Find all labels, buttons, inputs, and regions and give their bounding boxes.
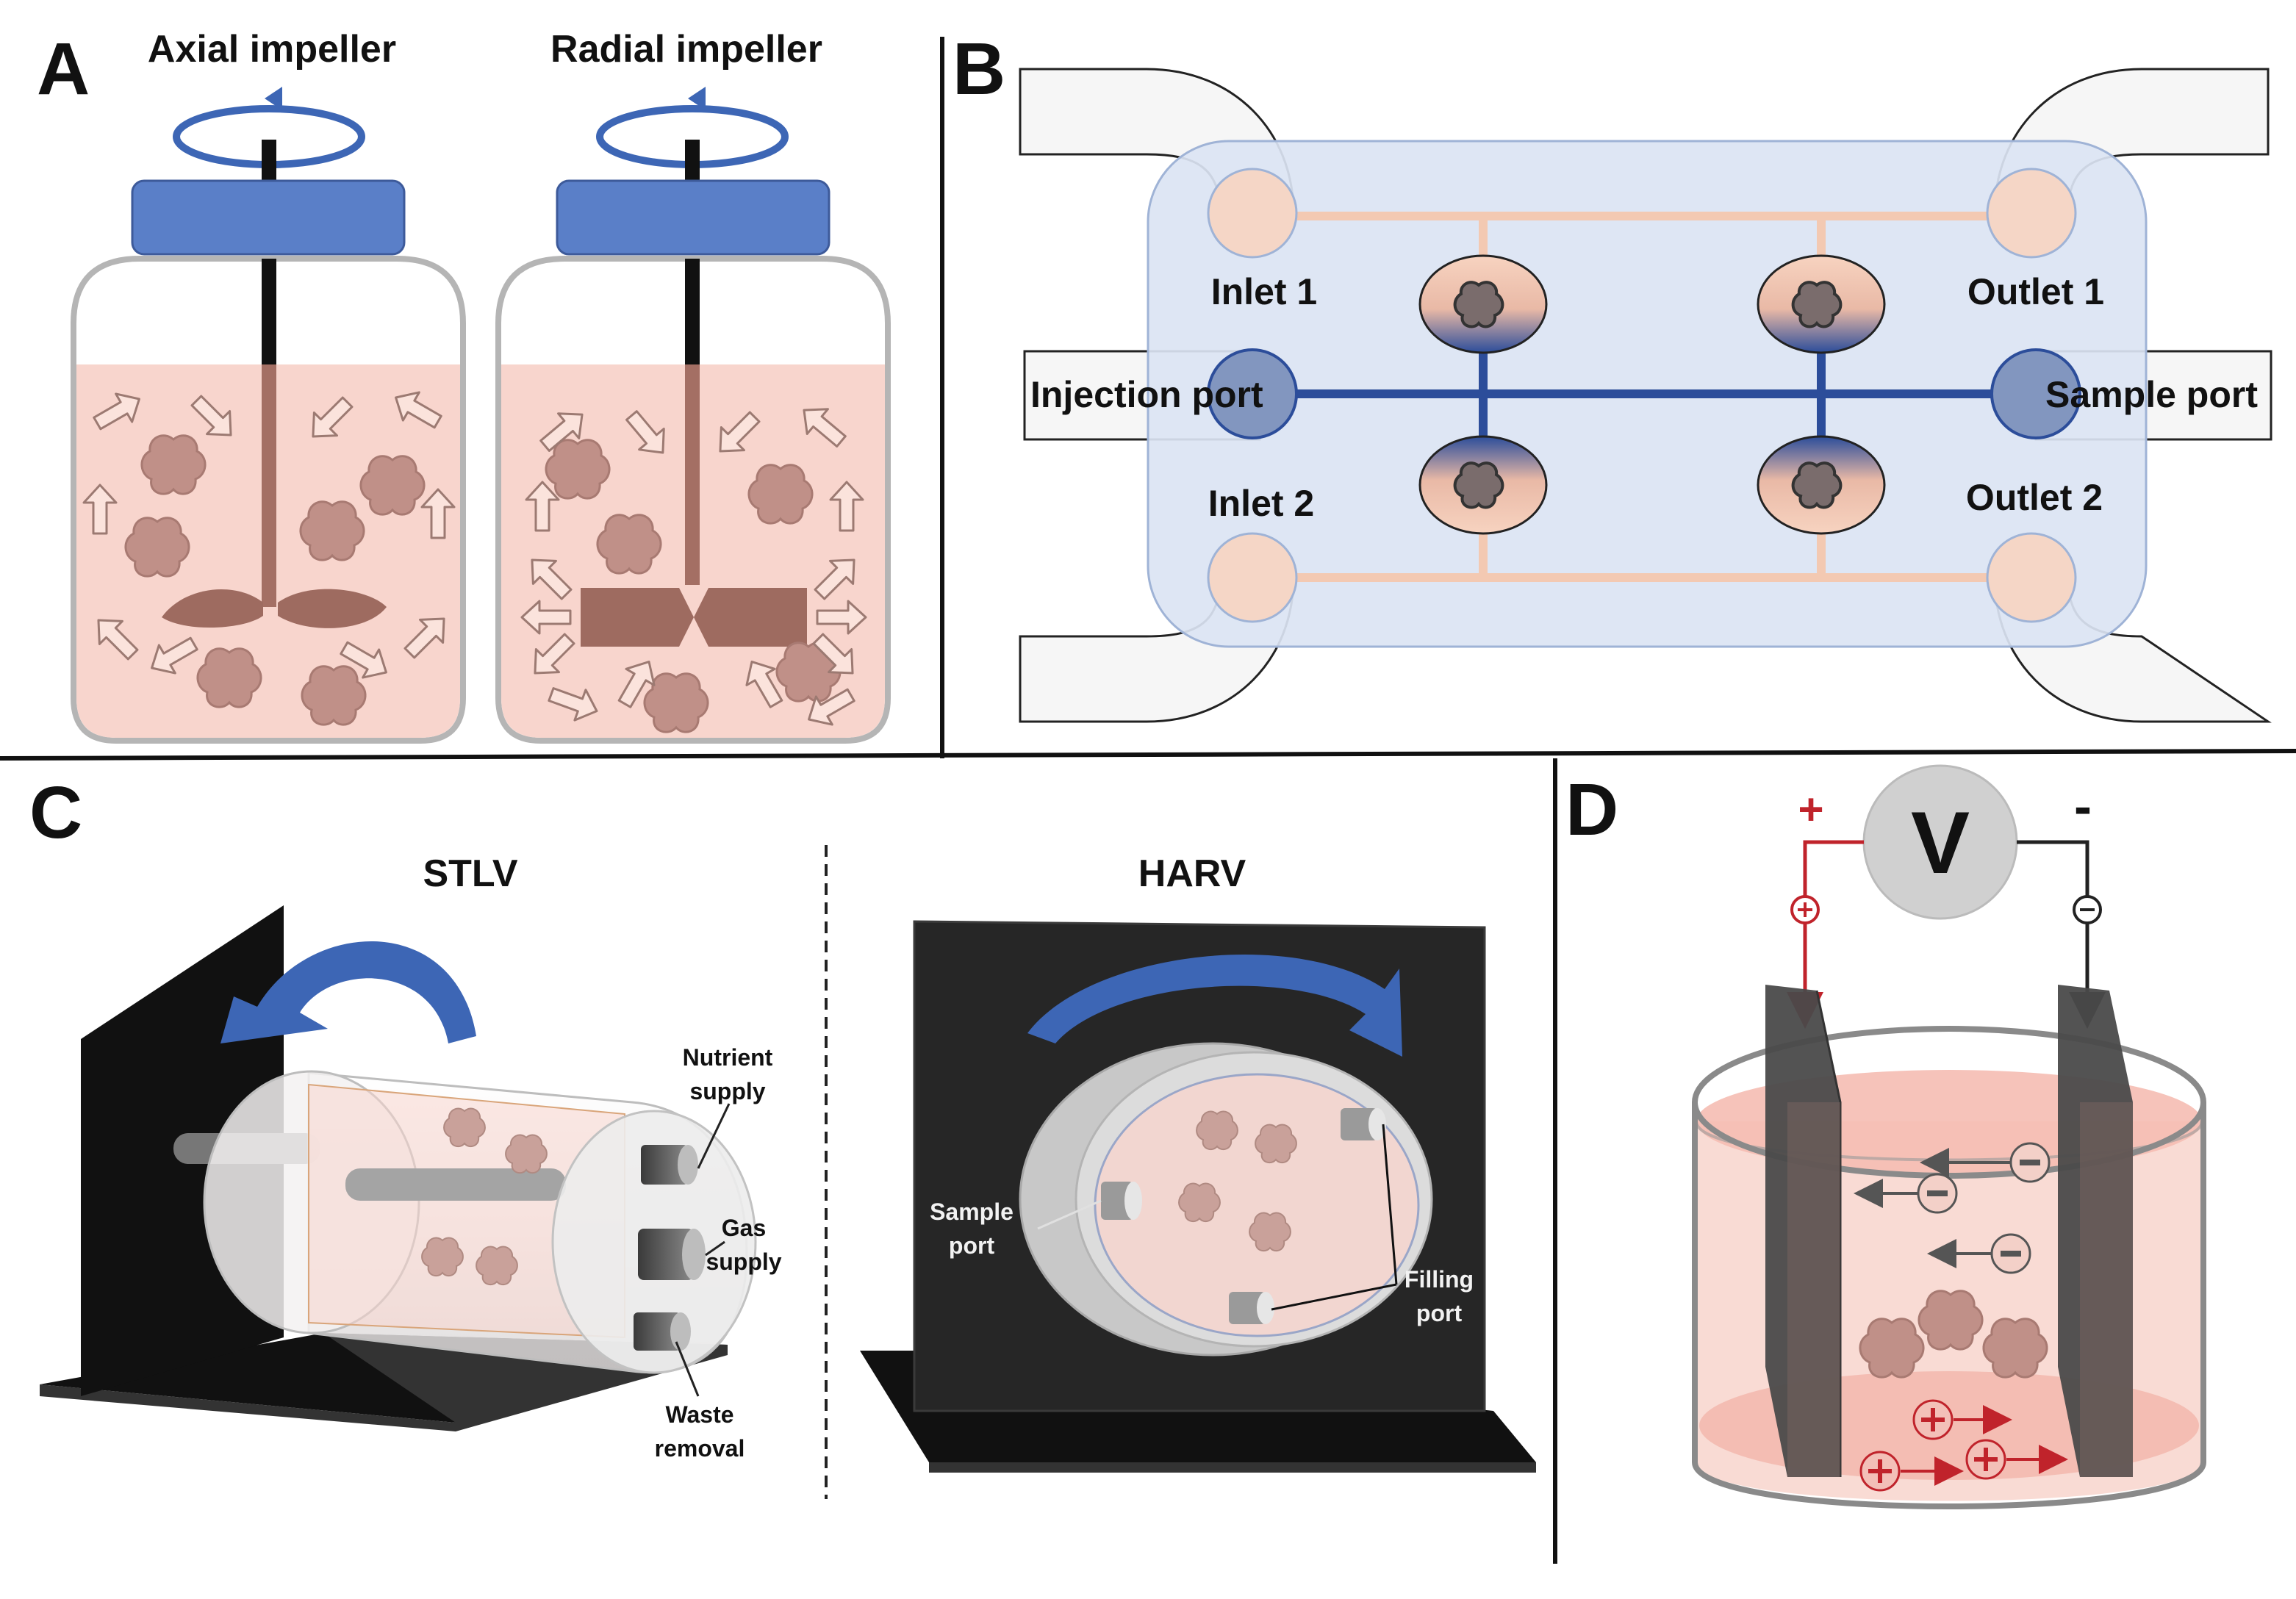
outlet-2-label: Outlet 2 — [1966, 477, 2103, 518]
filling-port-label-1: Filling — [1404, 1266, 1474, 1293]
negative-terminal-label: - — [2074, 777, 2092, 836]
injection-port-label: Injection port — [1030, 374, 1263, 415]
anode-electrode — [1765, 985, 1842, 1477]
harv-title: HARV — [1138, 852, 1246, 895]
stlv-title: STLV — [423, 852, 517, 895]
panel-b-letter: B — [953, 28, 1005, 110]
inlet-1-label: Inlet 1 — [1211, 271, 1317, 312]
waste-removal-label-2: removal — [655, 1435, 745, 1462]
harv-sample-port-label-1: Sample — [930, 1199, 1014, 1225]
positive-terminal-label: + — [1798, 785, 1823, 834]
radial-impeller-title: Radial impeller — [550, 28, 822, 71]
harv-rotation-arrow-icon — [1027, 955, 1402, 1057]
injection-port-circle — [1207, 348, 1298, 439]
radial-bioreactor — [495, 87, 891, 744]
radial-lid — [556, 179, 830, 256]
axial-shaft-top — [262, 140, 276, 184]
stlv-rotation-arrow-icon — [220, 941, 476, 1043]
panel-a: A Axial impeller Radial impeller — [37, 28, 891, 744]
nutrient-supply-label-2: supply — [689, 1078, 765, 1104]
panel-c: C STLV HARV — [29, 772, 1536, 1499]
sample-port-circle — [1990, 348, 2081, 439]
panel-a-letter: A — [37, 28, 90, 110]
waste-removal-label-1: Waste — [665, 1401, 733, 1428]
nutrient-supply-label-1: Nutrient — [683, 1044, 773, 1071]
voltmeter-label: V — [1911, 794, 1970, 892]
outlet-1-label: Outlet 1 — [1967, 271, 2104, 312]
harv-bioreactor — [860, 920, 1536, 1473]
panel-c-letter: C — [29, 772, 82, 854]
axial-bioreactor — [71, 87, 466, 744]
axial-lid — [131, 179, 406, 256]
harv-sample-port-label-2: port — [949, 1232, 995, 1259]
stlv-bioreactor — [40, 905, 757, 1431]
negative-ions — [1854, 1142, 2051, 1274]
panel-dividers — [0, 37, 2296, 1564]
gas-supply-label-1: Gas — [722, 1215, 766, 1241]
filling-port-label-2: port — [1416, 1300, 1463, 1326]
chip-ports — [1207, 168, 2081, 623]
inlet-2-label: Inlet 2 — [1208, 483, 1314, 524]
culture-chambers — [1418, 254, 1886, 535]
blue-channels — [1257, 338, 2036, 448]
panel-d: D V + - — [1565, 764, 2206, 1509]
cathode-electrode — [2058, 985, 2133, 1477]
gas-supply-label-2: supply — [706, 1248, 781, 1275]
axial-impeller-title: Axial impeller — [148, 28, 396, 71]
sample-port-label: Sample port — [2045, 374, 2258, 415]
positive-ions — [1859, 1399, 2068, 1492]
panel-d-letter: D — [1565, 769, 1618, 851]
panel-b: B — [953, 28, 2272, 723]
